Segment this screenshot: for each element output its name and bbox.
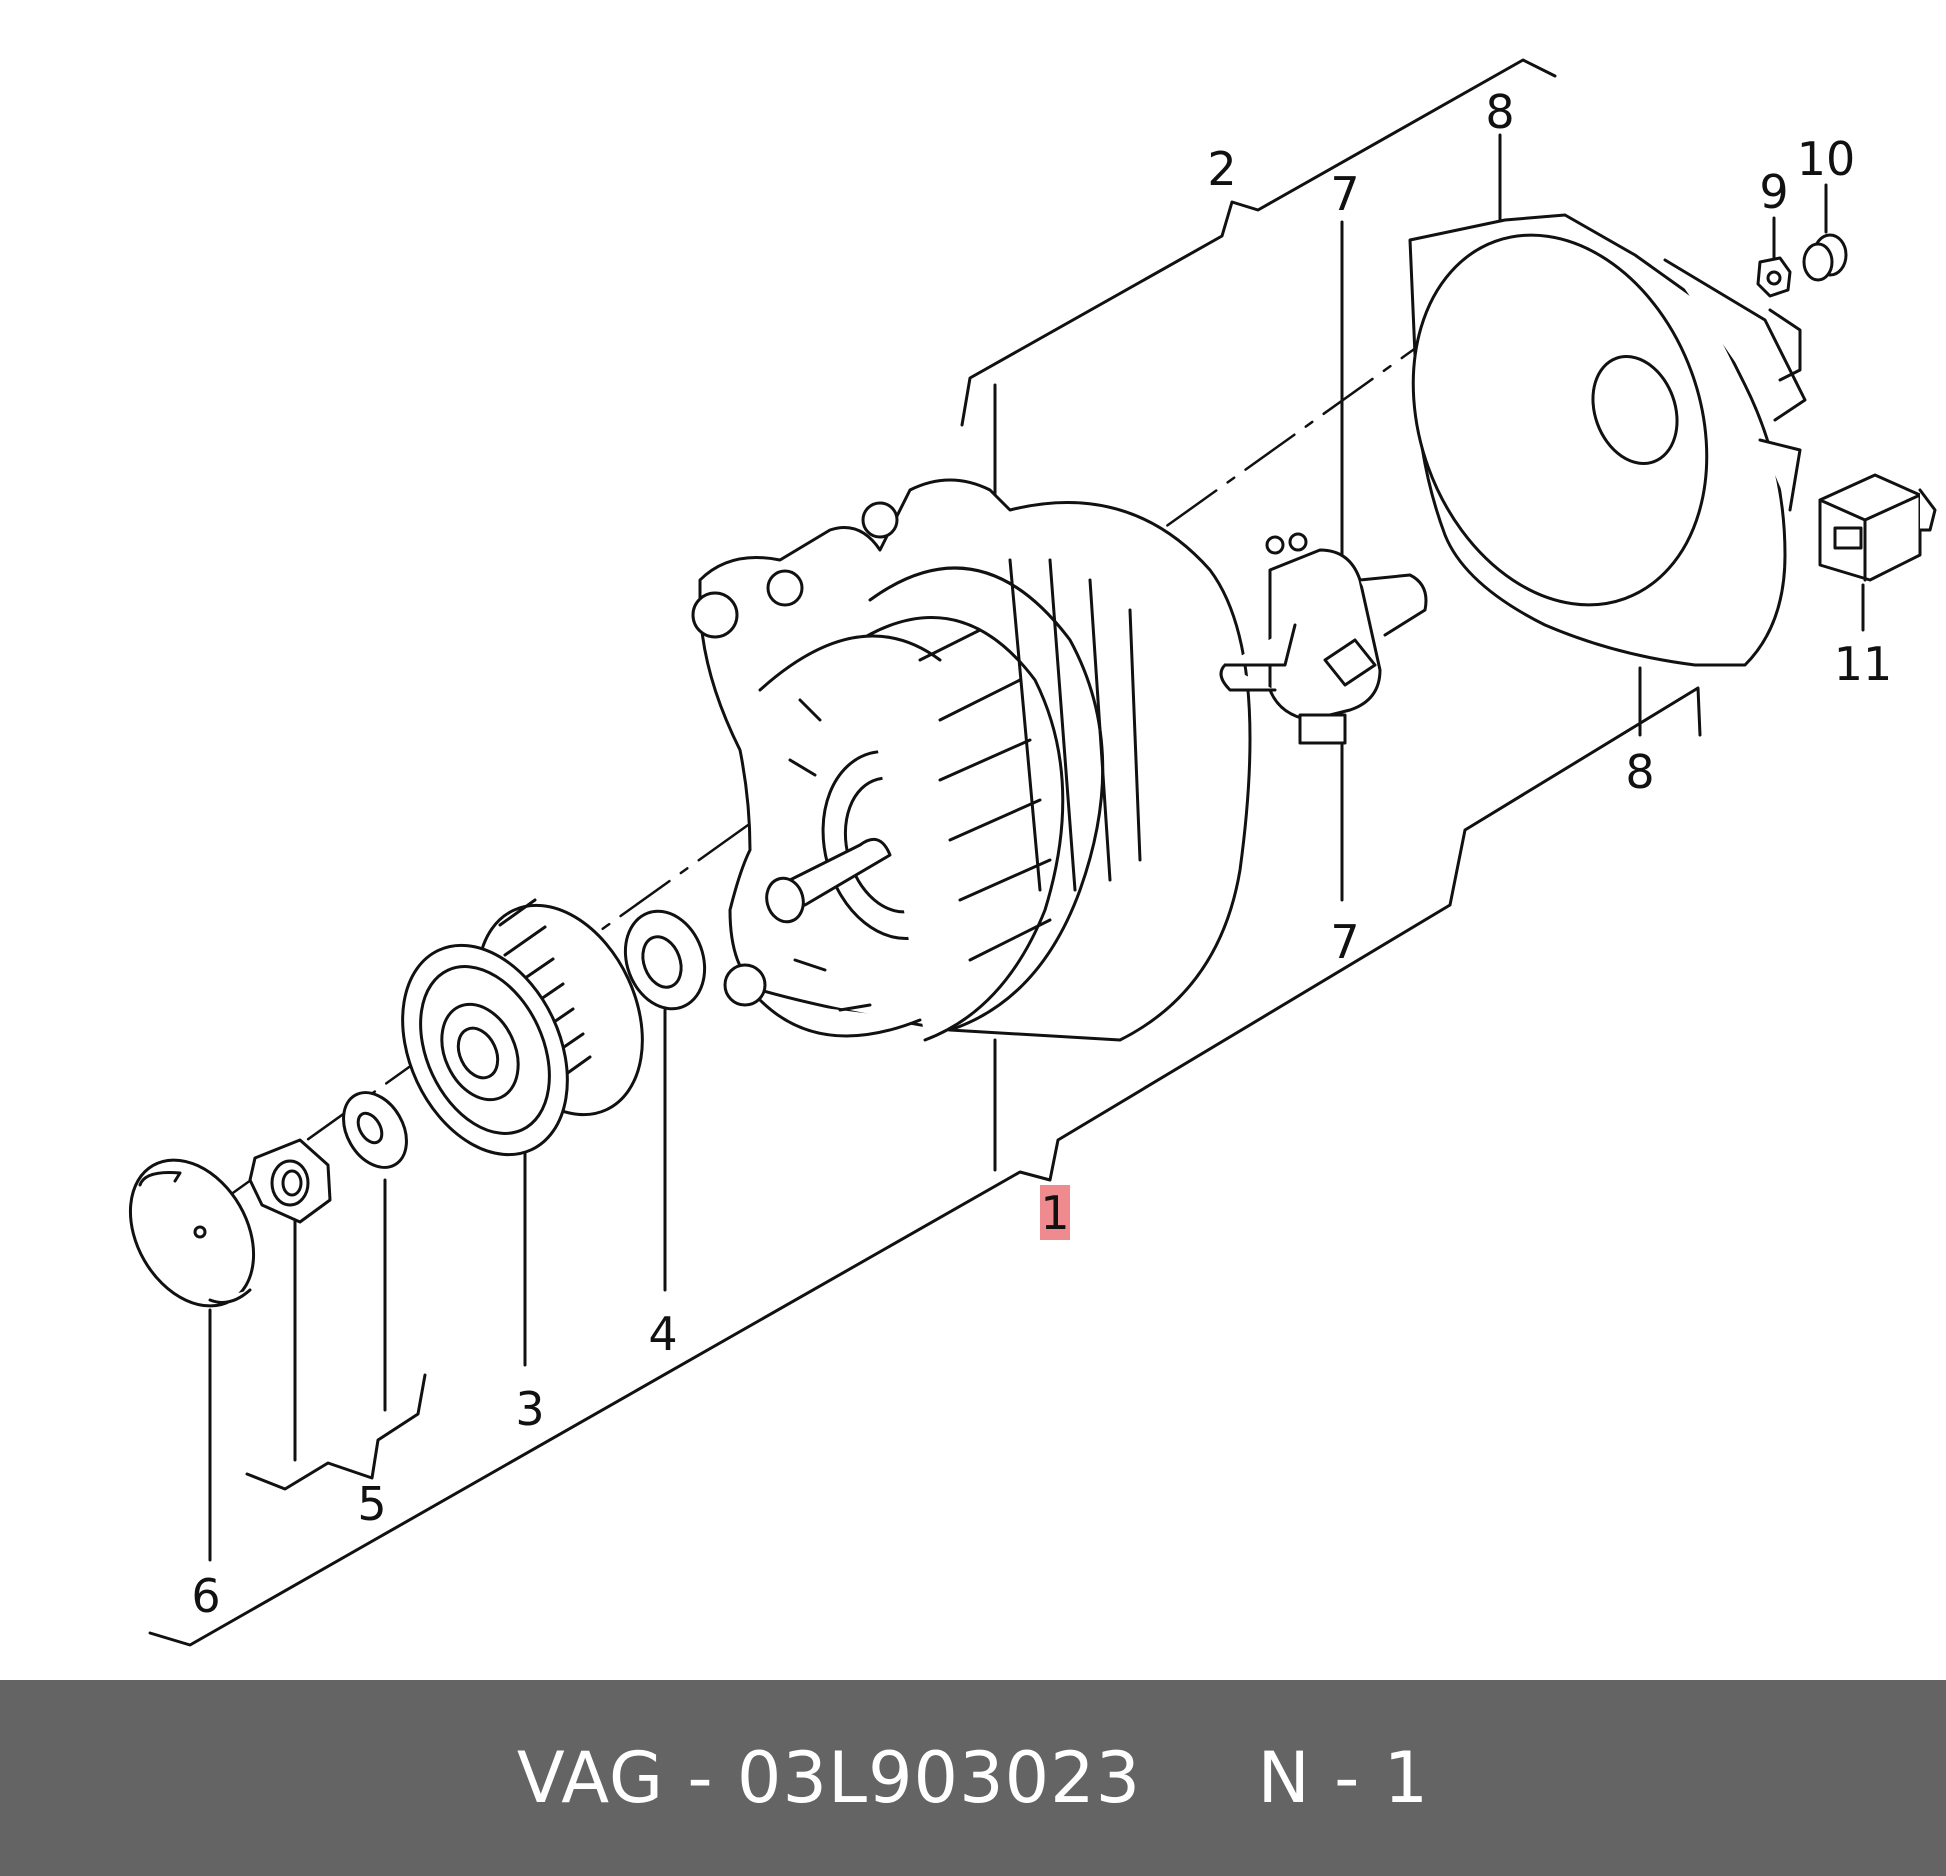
exploded-parts-diagram: 1 2 3 4 5 6 7 7 8 8 9 10 11	[128, 58, 1937, 1647]
callout-7-top: 7	[1330, 167, 1359, 221]
callout-7-bottom: 7	[1330, 915, 1359, 969]
part-3-pulley	[401, 898, 644, 1157]
part-7-regulator	[1219, 532, 1428, 745]
bracket-group-2	[960, 58, 1557, 427]
part-9-nut	[1756, 256, 1792, 298]
label-1-highlight	[1040, 1185, 1070, 1240]
part-11-connector	[1818, 473, 1937, 582]
part-8-rear-cover	[1408, 213, 1807, 667]
callout-2: 2	[1207, 142, 1236, 196]
bracket-group-5	[245, 1373, 427, 1491]
part-5-washer	[342, 1091, 408, 1169]
part-6-cap	[128, 1158, 256, 1308]
callout-1: 1	[1040, 1186, 1069, 1240]
callout-4: 4	[648, 1307, 677, 1361]
bracket-group-1	[148, 686, 1702, 1647]
part-4-spacer	[623, 909, 707, 1011]
callout-9: 9	[1759, 165, 1788, 219]
callout-3: 3	[515, 1382, 544, 1436]
part-number-text: VAG - 03L903023 N - 1	[516, 1737, 1430, 1819]
callout-6: 6	[191, 1569, 220, 1623]
part-5-nut	[248, 1138, 332, 1224]
callout-5: 5	[357, 1477, 386, 1531]
callout-8-top: 8	[1485, 85, 1514, 139]
callout-11: 11	[1834, 637, 1893, 691]
callout-8-bottom: 8	[1625, 745, 1654, 799]
part-2-alternator	[691, 478, 1252, 1042]
part-number-footer: VAG - 03L903023 N - 1	[0, 1680, 1946, 1876]
callout-10: 10	[1797, 132, 1856, 186]
part-10-bush	[1802, 233, 1848, 282]
